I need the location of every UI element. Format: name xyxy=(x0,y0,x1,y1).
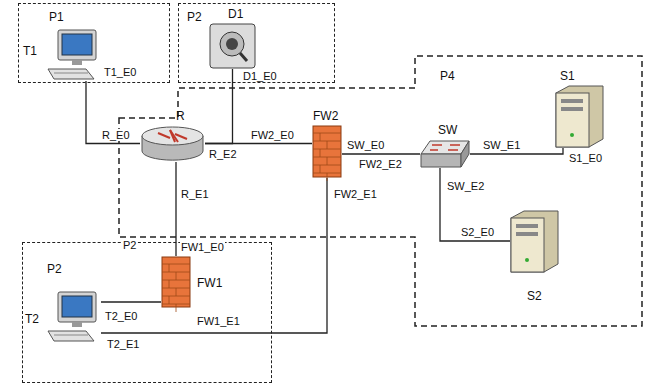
port-label: T2_E0 xyxy=(104,310,138,322)
port-label: SW_E1 xyxy=(482,139,521,151)
device-node: SW xyxy=(420,140,470,168)
network-link xyxy=(205,69,233,144)
port-label: FW2_E2 xyxy=(358,158,403,170)
device-name: R xyxy=(176,110,185,123)
port-label: FW2_E0 xyxy=(250,129,295,141)
network-link xyxy=(342,153,420,154)
port-label: R_E0 xyxy=(101,129,131,141)
device-name: S2 xyxy=(527,290,542,303)
device-name: D1 xyxy=(228,8,243,21)
port-label: T2_E1 xyxy=(106,338,140,350)
port-label: R_E1 xyxy=(180,188,210,200)
port-label: R_E2 xyxy=(208,148,238,160)
port-label: FW1_E1 xyxy=(196,315,241,327)
device-name: FW1 xyxy=(197,277,222,290)
port-label: S1_E0 xyxy=(568,152,603,164)
server-icon xyxy=(510,210,560,272)
device-node: S1 xyxy=(555,85,605,148)
device-name: S1 xyxy=(560,70,575,83)
device-node: D1 xyxy=(209,23,256,69)
router-icon xyxy=(140,125,205,162)
zone-region: P2FW1T2 xyxy=(22,242,272,383)
computer-icon xyxy=(46,291,101,343)
zone-name: P2 xyxy=(47,263,62,276)
device-node: S2 xyxy=(510,210,560,272)
network-link xyxy=(205,143,312,144)
firewall-icon xyxy=(161,256,191,308)
device-node: FW2 xyxy=(312,125,342,178)
zone-name: P1 xyxy=(49,11,64,24)
port-label: S2_E0 xyxy=(460,226,495,238)
device-name: SW xyxy=(438,124,457,137)
firewall-icon xyxy=(312,125,342,178)
network-link xyxy=(101,301,161,302)
port-label: FW1_E0 xyxy=(180,241,225,253)
device-name: FW2 xyxy=(313,110,338,123)
zone-region: P1T1 xyxy=(18,3,170,83)
zone-name: P2 xyxy=(187,11,202,24)
device-node: R xyxy=(140,125,205,162)
zone-name: P4 xyxy=(440,70,455,83)
port-label: FW2_E1 xyxy=(333,188,378,200)
device-node: T2 xyxy=(46,291,101,343)
device-node: FW1 xyxy=(161,256,191,308)
device-name: T2 xyxy=(25,313,39,326)
device-node: T1 xyxy=(46,29,101,81)
port-label: D1_E0 xyxy=(242,70,278,82)
network-link xyxy=(86,81,140,144)
port-label: SW_E0 xyxy=(346,139,385,151)
scanner-icon xyxy=(209,23,256,69)
computer-icon xyxy=(46,29,101,81)
network-link xyxy=(101,178,327,333)
port-label: SW_E2 xyxy=(446,180,485,192)
switch-icon xyxy=(420,140,470,168)
port-label: P2 xyxy=(122,239,137,251)
network-link xyxy=(440,168,510,241)
port-label: T1_E0 xyxy=(103,66,137,78)
device-name: T1 xyxy=(23,45,37,58)
server-icon xyxy=(555,85,605,148)
